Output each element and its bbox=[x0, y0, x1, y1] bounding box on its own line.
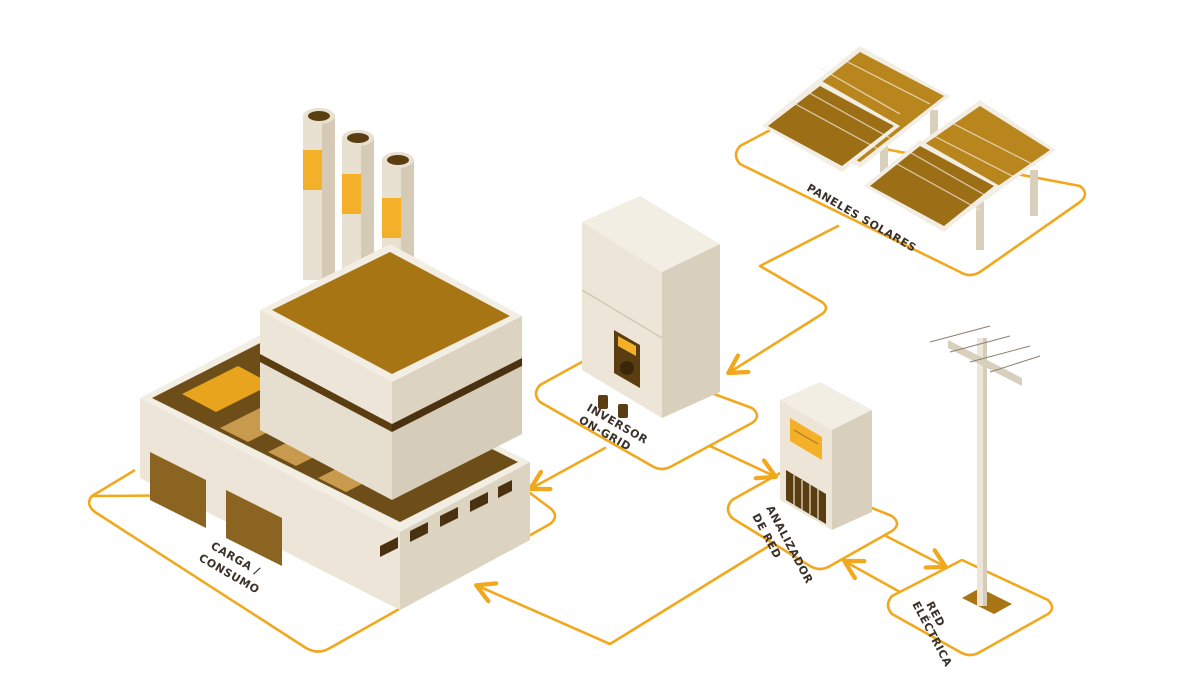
connector-grid-to-analyzer bbox=[846, 562, 902, 594]
connector-panels-to-inverter bbox=[730, 224, 840, 372]
inverter-illustration bbox=[581, 196, 720, 418]
garage-doors bbox=[150, 452, 282, 566]
connector-inverter-to-analyzer bbox=[708, 444, 774, 476]
solar-panels-illustration bbox=[762, 46, 1056, 250]
connectors bbox=[478, 224, 944, 646]
factory-upper-block bbox=[260, 244, 522, 500]
factory-windows bbox=[380, 480, 512, 557]
factory-illustration bbox=[140, 108, 530, 610]
grid-base-plate bbox=[886, 558, 1054, 657]
connector-inverter-to-load bbox=[532, 446, 607, 488]
connector-analyzer-to-grid bbox=[884, 534, 944, 566]
panels-base-plate bbox=[734, 126, 1087, 277]
inverter-base-plate bbox=[534, 350, 759, 471]
chimneys bbox=[303, 108, 414, 300]
connector-analyzer-to-load bbox=[478, 542, 774, 646]
factory-base-plate bbox=[87, 468, 557, 653]
analyzer-base-plate bbox=[726, 470, 899, 571]
utility-pole-illustration bbox=[929, 325, 1041, 614]
base-plates bbox=[87, 126, 1087, 657]
analyzer-illustration bbox=[780, 382, 872, 530]
